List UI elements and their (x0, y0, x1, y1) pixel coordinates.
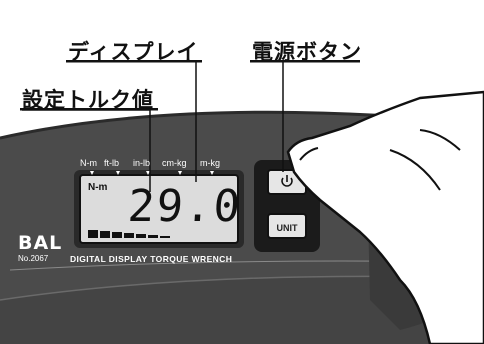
lcd-screen (79, 174, 239, 244)
lcd-torque-value: 29.0 (126, 181, 244, 232)
power-button-callout-label: 電源ボタン (252, 40, 362, 64)
callout-underlines (20, 60, 360, 111)
product-name: DIGITAL DISPLAY TORQUE WRENCH (70, 254, 233, 264)
power-icon (281, 175, 293, 187)
pressing-hand (286, 90, 484, 344)
set-torque-callout-label: 設定トルク値 (22, 88, 154, 112)
display-callout-label: ディスプレイ (68, 40, 199, 64)
unit-label-nm: N-m (80, 158, 97, 168)
unit-button-shape (267, 213, 307, 239)
unit-button-label: UNIT (276, 223, 298, 233)
unit-tick-marks (90, 171, 214, 175)
unit-label-cmkg: cm-kg (162, 158, 187, 168)
wrench-lower-curve (0, 276, 484, 344)
brand-logo: BAL (18, 232, 63, 254)
lcd-level-bar (88, 230, 170, 238)
unit-label-ftlb: ft-lb (104, 158, 120, 168)
unit-label-mkg: m-kg (200, 158, 220, 168)
lcd-unit-indicator: N-m (88, 182, 108, 193)
model-number: No.2067 (18, 254, 49, 263)
unit-label-inlb: in-lb (133, 158, 151, 168)
power-button[interactable] (268, 170, 306, 194)
